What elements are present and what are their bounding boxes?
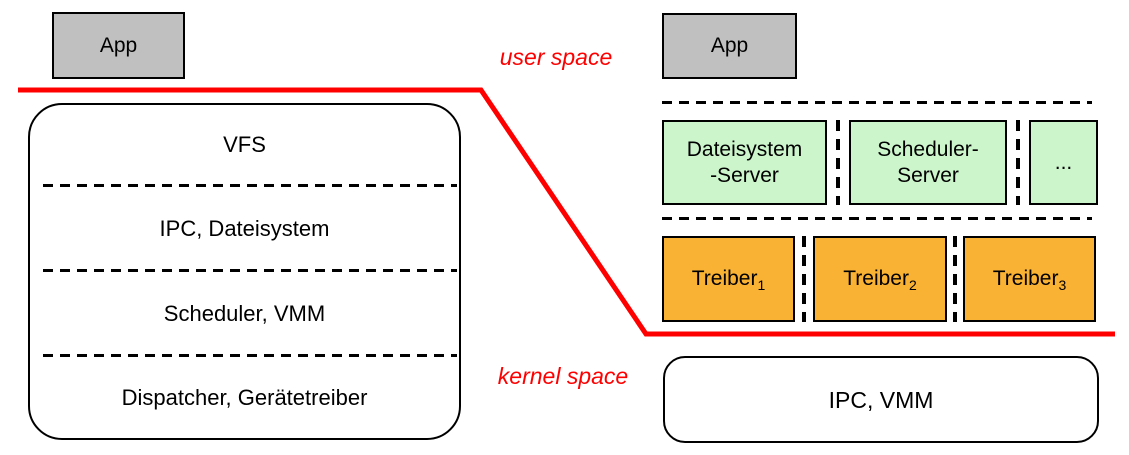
microkernel-kernel-box: IPC, VMM: [663, 356, 1099, 443]
driver-box-2: Treiber2: [813, 236, 947, 322]
server-ellipsis-label: ...: [1054, 150, 1073, 174]
driver-box-1: Treiber1: [662, 236, 795, 322]
layer-vfs-label: VFS: [223, 131, 266, 157]
driver-2-label: Treiber2: [843, 267, 917, 293]
driver-divider-2: [953, 236, 957, 322]
server-box-ellipsis: ...: [1029, 120, 1098, 205]
server-scheduler-line2: Server: [897, 163, 959, 187]
monolithic-app-box: App: [52, 12, 185, 79]
microkernel-app-box: App: [662, 13, 797, 79]
driver-divider-1: [802, 236, 806, 322]
server-divider-1: [836, 120, 840, 205]
server-row-top-divider: [662, 101, 1092, 104]
server-divider-2: [1016, 120, 1020, 205]
kernel-space-label: kernel space: [497, 363, 629, 389]
microkernel-kernel-label: IPC, VMM: [828, 386, 934, 413]
layer-scheduler-vmm-label: Scheduler, VMM: [163, 300, 326, 326]
driver-box-3: Treiber3: [963, 236, 1096, 322]
layer-dispatcher-geraetetreiber: Dispatcher, Gerätetreiber: [28, 356, 461, 440]
layer-divider-3: [43, 354, 457, 357]
server-row-bottom-divider: [662, 217, 1092, 220]
layer-dispatcher-geraetetreiber-label: Dispatcher, Gerätetreiber: [121, 385, 368, 410]
server-box-scheduler: Scheduler- Server: [849, 120, 1007, 205]
user-space-label: user space: [499, 44, 613, 70]
monolithic-app-label: App: [99, 33, 138, 57]
driver-1-label: Treiber1: [691, 267, 766, 293]
layer-ipc-dateisystem-label: IPC, Dateisystem: [159, 215, 330, 241]
server-box-dateisystem: Dateisystem -Server: [662, 120, 827, 205]
driver-3-label: Treiber3: [992, 267, 1067, 293]
layer-vfs: VFS: [28, 103, 461, 186]
layer-scheduler-vmm: Scheduler, VMM: [28, 271, 461, 356]
microkernel-app-label: App: [710, 34, 749, 57]
layer-ipc-dateisystem: IPC, Dateisystem: [28, 186, 461, 271]
server-scheduler-line1: Scheduler-: [877, 137, 979, 161]
server-dateisystem-line2: -Server: [710, 163, 779, 187]
server-dateisystem-line1: Dateisystem: [686, 137, 803, 161]
